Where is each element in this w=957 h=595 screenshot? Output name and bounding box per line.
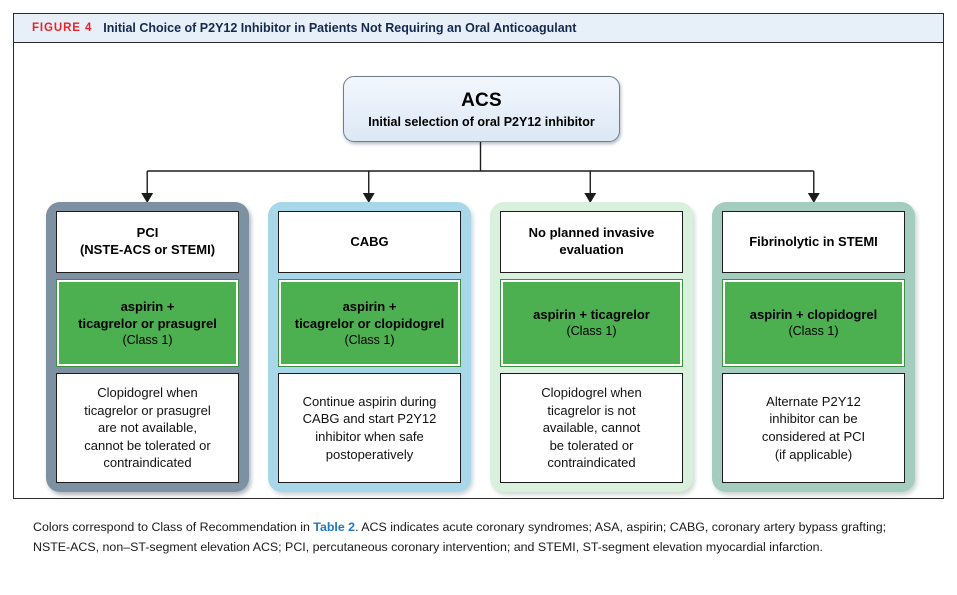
branch-cabg-note: Continue aspirin during CABG and start P… [278,373,461,483]
figure-number-label: FIGURE 4 [32,22,93,34]
caption-before-link: Colors correspond to Class of Recommenda… [33,520,314,534]
caption-divider [13,498,944,499]
acs-title: ACS [461,89,502,111]
branch-cabg-class-label: (Class 1) [344,332,395,347]
branch-cabg-drug-line-1: aspirin + [342,298,397,314]
branch-no-planned-invasive-note-line-4: be tolerated or [549,437,634,453]
branch-pci-recommendation: aspirin + ticagrelor or prasugrel (Class… [56,279,239,367]
branch-cabg-note-line-3: inhibitor when safe [315,429,424,444]
branch-fibrinolytic-stemi: Fibrinolytic in STEMI aspirin + clopidog… [712,202,915,492]
branch-pci-header-line-2: (NSTE-ACS or STEMI) [79,242,216,257]
branch-no-planned-invasive-header-line-1: No planned invasive [528,225,655,241]
table-2-link[interactable]: Table 2 [313,520,356,534]
branch-pci-drug-line-1: aspirin + [120,298,175,314]
branch-fibrinolytic-stemi-drug-line-1: aspirin + clopidogrel [749,307,878,323]
branch-fibrinolytic-stemi-note-line-4: (if applicable) [774,446,853,462]
branch-pci-class-label: (Class 1) [122,332,173,347]
branch-pci-note-line-1: Clopidogrel when [97,385,198,401]
branch-fibrinolytic-stemi-note-line-3: considered at PCI [761,429,866,444]
branch-pci-note-line-5: contraindicated [103,455,192,471]
branch-cabg-note-line-4: postoperatively [325,446,414,462]
branch-fibrinolytic-stemi-note: Alternate P2Y12 inhibitor can be conside… [722,373,905,483]
caption-after-link: . ACS indicates acute coronary syndromes… [33,520,887,555]
branch-pci-note-line-3: are not available, [97,420,197,436]
branch-no-planned-invasive-note-line-3: available, cannot [542,420,641,436]
branch-fibrinolytic-stemi-header-line-1: Fibrinolytic in STEMI [749,233,878,249]
branch-cabg-recommendation: aspirin + ticagrelor or clopidogrel (Cla… [278,279,461,367]
figure-title: Initial Choice of P2Y12 Inhibitor in Pat… [103,21,577,35]
branch-no-planned-invasive-class-label: (Class 1) [566,324,617,339]
branch-pci-header-line-1: PCI [136,225,159,241]
branch-no-planned-invasive-recommendation: aspirin + ticagrelor (Class 1) [500,279,683,367]
branch-no-planned-invasive-note-line-2: ticagrelor is not [547,402,636,418]
branch-pci: PCI (NSTE-ACS or STEMI) aspirin + ticagr… [46,202,249,492]
branch-no-planned-invasive-drug-line-1: aspirin + ticagrelor [533,307,650,323]
branch-no-planned-invasive-header-line-2: evaluation [559,242,624,257]
branch-pci-note-line-4: cannot be tolerated or [84,437,211,453]
branch-no-planned-invasive-header: No planned invasive evaluation [500,211,683,273]
branch-no-planned-invasive-note-line-1: Clopidogrel when [541,385,642,401]
branch-fibrinolytic-stemi-recommendation: aspirin + clopidogrel (Class 1) [722,279,905,367]
branch-no-planned-invasive-note: Clopidogrel when ticagrelor is not avail… [500,373,683,483]
figure-caption: Colors correspond to Class of Recommenda… [13,499,944,582]
branch-cabg-header-line-1: CABG [350,233,389,249]
branch-fibrinolytic-stemi-note-line-1: Alternate P2Y12 [766,393,861,409]
branch-pci-note-line-2: ticagrelor or prasugrel [84,402,211,418]
branch-cabg-note-line-1: Continue aspirin during [302,393,437,409]
node-acs-root: ACS Initial selection of oral P2Y12 inhi… [343,76,620,142]
flowchart-canvas: ACS Initial selection of oral P2Y12 inhi… [14,43,943,507]
branch-pci-drug-line-2: ticagrelor or prasugrel [78,315,217,331]
branch-cabg: CABG aspirin + ticagrelor or clopidogrel… [268,202,471,492]
branch-no-planned-invasive-note-line-5: contraindicated [547,455,636,471]
acs-subtitle: Initial selection of oral P2Y12 inhibito… [368,114,595,129]
branch-fibrinolytic-stemi-class-label: (Class 1) [788,324,839,339]
branch-fibrinolytic-stemi-note-line-2: inhibitor can be [769,411,858,427]
branch-cabg-header: CABG [278,211,461,273]
branch-no-planned-invasive: No planned invasive evaluation aspirin +… [490,202,693,492]
figure-frame: FIGURE 4 Initial Choice of P2Y12 Inhibit… [13,13,944,582]
branch-pci-header: PCI (NSTE-ACS or STEMI) [56,211,239,273]
branch-fibrinolytic-stemi-header: Fibrinolytic in STEMI [722,211,905,273]
branch-cabg-drug-line-2: ticagrelor or clopidogrel [294,315,445,331]
branch-cabg-note-line-2: CABG and start P2Y12 [302,411,437,427]
branch-pci-note: Clopidogrel when ticagrelor or prasugrel… [56,373,239,483]
caption-text: Colors correspond to Class of Recommenda… [33,517,924,557]
figure-header: FIGURE 4 Initial Choice of P2Y12 Inhibit… [14,14,943,43]
